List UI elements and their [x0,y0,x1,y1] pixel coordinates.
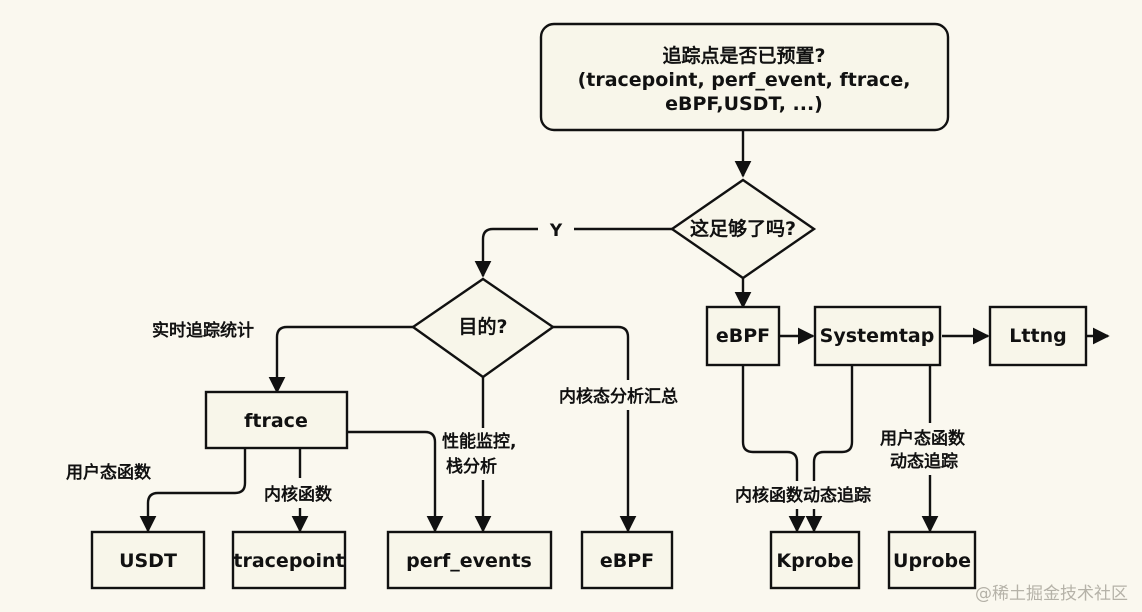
label-perf-monitor-1: 性能监控, [442,431,516,452]
label-user-func-left: 用户态函数 [66,462,152,483]
edge-labels: Y 实时追踪统计 内核态分析汇总 性能监控, 栈分析 用户态函数 内核函数 用户… [64,214,982,509]
perf-events-label: perf_events [406,550,532,572]
label-perf-monitor-2: 栈分析 [446,456,497,477]
ebpf-right-label: eBPF [716,325,770,347]
tracepoint-label: tracepoint [233,550,344,572]
edge-purpose-to-ftrace [268,325,413,394]
ebpf-bottom-node: eBPF [580,530,674,590]
question-line-2: (tracepoint, perf_event, ftrace, [578,69,911,91]
purpose-decision: 目的? [410,277,556,379]
uprobe-node: Uprobe [887,530,977,590]
ebpf-right-node: eBPF [705,305,781,367]
enough-label: 这足够了吗? [690,217,796,240]
kprobe-label: Kprobe [776,550,853,572]
edge-ebpf-to-kprobe [741,365,806,533]
purpose-label: 目的? [458,315,507,338]
usdt-label: USDT [119,550,177,572]
enough-decision: 这足够了吗? [669,178,817,280]
ftrace-label: ftrace [244,410,308,432]
lttng-node: Lttng [988,305,1088,367]
edge-purpose-to-ebpf-bottom [553,325,637,533]
question-line-1: 追踪点是否已预置? [662,44,825,67]
edge-systemtap-to-kprobe [805,365,854,533]
question-line-3: eBPF,USDT, ...) [665,93,823,115]
perf-events-node: perf_events [386,530,553,590]
tracepoint-node: tracepoint [231,530,347,590]
kprobe-node: Kprobe [769,530,861,590]
edge-ftrace-to-usdt [139,448,247,533]
ebpf-bottom-label: eBPF [600,550,654,572]
question-node: 追踪点是否已预置? (tracepoint, perf_event, ftrac… [539,22,950,132]
lttng-label: Lttng [1009,325,1066,347]
edge-ftrace-to-perf-events [347,430,444,533]
label-user-func-dynamic-2: 动态追踪 [890,451,958,472]
uprobe-label: Uprobe [893,550,971,572]
edge-enough-yes-to-purpose [474,227,672,278]
label-kernel-summary: 内核态分析汇总 [559,386,678,407]
label-realtime-stats: 实时追踪统计 [152,320,254,341]
watermark: @稀土掘金技术社区 [975,584,1128,604]
systemtap-label: Systemtap [820,325,935,347]
ftrace-node: ftrace [204,390,349,450]
usdt-node: USDT [90,530,206,590]
label-user-func-dynamic-1: 用户态函数 [880,428,966,449]
label-yes: Y [549,221,563,241]
label-kernel-func-left: 内核函数 [264,484,333,505]
systemtap-node: Systemtap [813,305,942,367]
label-kernel-func-dynamic: 内核函数动态追踪 [735,485,871,506]
